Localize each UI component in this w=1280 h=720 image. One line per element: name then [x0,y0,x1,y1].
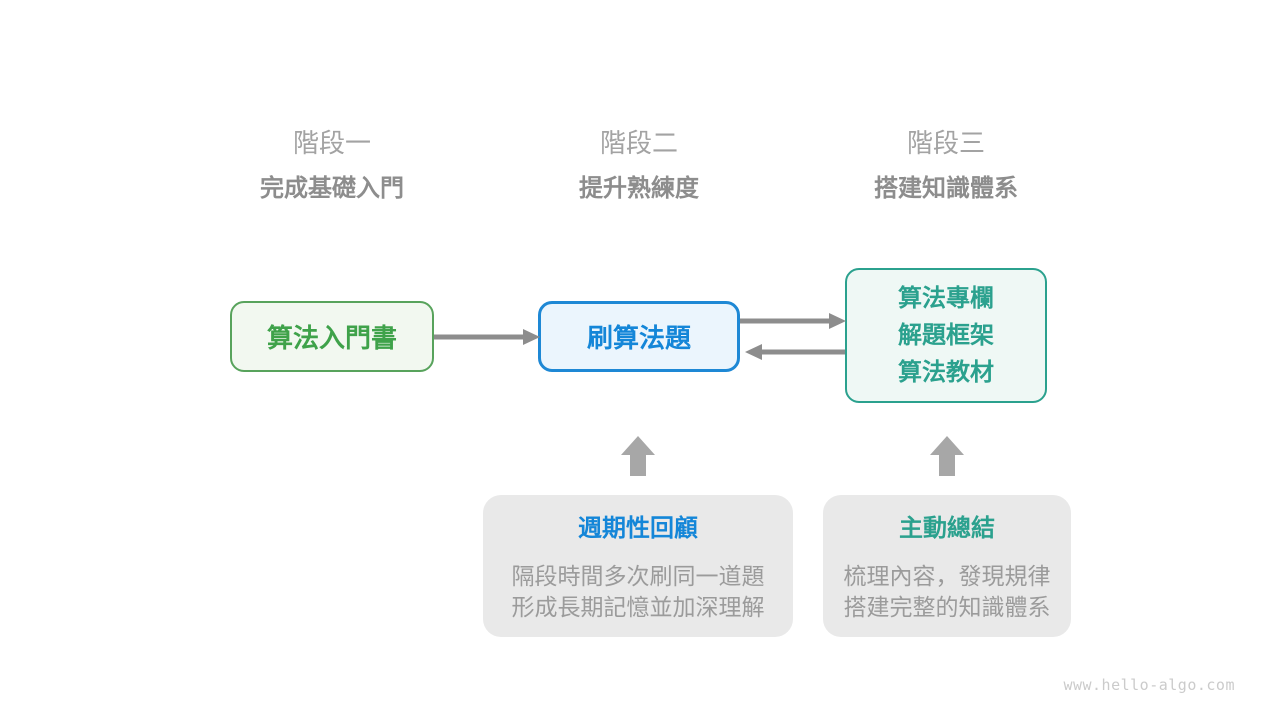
stage-3-label: 階段三 [906,128,985,158]
block-arrow-review-up [621,436,655,476]
stage-1-label: 階段一 [292,128,371,158]
arrow-resources-to-practice [745,344,845,360]
stage-header-1: 階段一 完成基礎入門 [260,128,404,203]
callout-active-summary-line-2: 搭建完整的知識體系 [843,594,1051,620]
callout-periodic-review-line-1: 隔段時間多次刷同一道題 [511,563,765,589]
callout-periodic-review: 週期性回顧 隔段時間多次刷同一道題 形成長期記憶並加深理解 [483,495,793,637]
node-resources: 算法專欄 解題框架 算法教材 [845,268,1047,403]
callout-periodic-review-line-2: 形成長期記憶並加深理解 [511,594,765,620]
callout-active-summary-body: 梳理內容，發現規律 搭建完整的知識體系 [823,561,1071,623]
callout-active-summary-title: 主動總結 [899,515,995,542]
node-intro-book: 算法入門書 [230,301,434,372]
stage-1-subtitle: 完成基礎入門 [260,175,404,202]
callout-active-summary-line-1: 梳理內容，發現規律 [843,563,1051,589]
arrow-practice-to-resources [740,313,846,329]
stage-header-3: 階段三 搭建知識體系 [874,128,1018,203]
stage-header-2: 階段二 提升熟練度 [579,128,699,203]
callout-periodic-review-title: 週期性回顧 [578,515,698,542]
node-resources-line-1: 算法專欄 [898,285,994,312]
arrow-intro-to-practice [434,329,540,345]
watermark: www.hello-algo.com [1063,676,1235,694]
node-resources-line-2: 解題框架 [898,322,994,349]
node-practice: 刷算法題 [538,301,740,372]
block-arrow-summary-up [930,436,964,476]
stage-3-subtitle: 搭建知識體系 [874,175,1018,202]
node-resources-line-3: 算法教材 [898,359,994,386]
node-intro-book-label: 算法入門書 [266,323,397,353]
stage-2-subtitle: 提升熟練度 [579,175,699,202]
callout-periodic-review-body: 隔段時間多次刷同一道題 形成長期記憶並加深理解 [483,561,793,623]
node-practice-label: 刷算法題 [586,323,691,353]
stage-2-label: 階段二 [599,128,678,158]
callout-active-summary: 主動總結 梳理內容，發現規律 搭建完整的知識體系 [823,495,1071,637]
